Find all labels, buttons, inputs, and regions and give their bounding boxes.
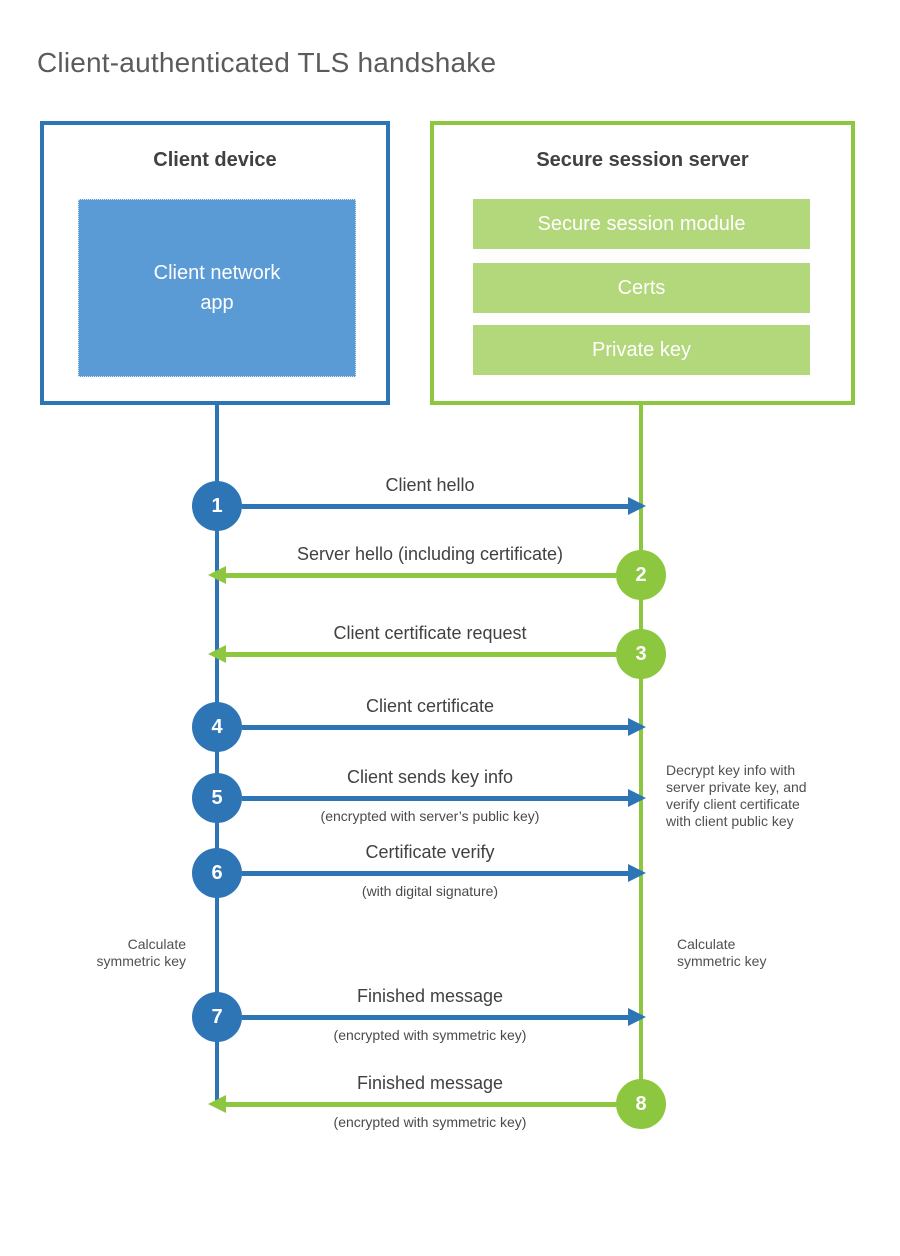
server-box: Secure session server Secure session mod…: [430, 121, 855, 405]
arrow-line-step-5: [242, 796, 630, 801]
client-device-box: Client device Client network app: [40, 121, 390, 405]
server-module-certs: Certs: [473, 263, 810, 313]
message-sublabel-step-8: (encrypted with symmetric key): [333, 1114, 527, 1130]
client-lifeline: [215, 405, 219, 1106]
server-module-private-key: Private key: [473, 325, 810, 375]
server-title: Secure session server: [536, 149, 749, 171]
message-label-step-2: Server hello (including certificate): [296, 544, 564, 564]
server-lifeline: [639, 405, 643, 1104]
arrow-line-step-2: [226, 573, 616, 578]
message-sublabel-step-6: (with digital signature): [361, 883, 499, 899]
step-circle-2: 2: [616, 550, 666, 600]
arrow-right-icon: [628, 1008, 646, 1026]
arrow-line-step-1: [242, 504, 630, 509]
step-circle-3: 3: [616, 629, 666, 679]
arrow-right-icon: [628, 789, 646, 807]
message-label-step-6: Certificate verify: [365, 842, 495, 862]
step-circle-6: 6: [192, 848, 242, 898]
arrow-right-icon: [628, 864, 646, 882]
arrow-line-step-7: [242, 1015, 630, 1020]
server-module-secure-session: Secure session module: [473, 199, 810, 249]
message-label-step-8: Finished message: [356, 1073, 504, 1093]
arrow-right-icon: [628, 497, 646, 515]
arrow-line-step-6: [242, 871, 630, 876]
step-circle-7: 7: [192, 992, 242, 1042]
client-calculate-key-note: Calculate symmetric key: [96, 936, 186, 969]
message-sublabel-step-7: (encrypted with symmetric key): [333, 1027, 527, 1043]
arrow-left-icon: [208, 1095, 226, 1113]
message-label-step-3: Client certificate request: [333, 623, 527, 643]
arrow-left-icon: [208, 566, 226, 584]
arrow-right-icon: [628, 718, 646, 736]
arrow-left-icon: [208, 645, 226, 663]
server-calculate-key-note: Calculate symmetric key: [677, 936, 767, 969]
step-circle-4: 4: [192, 702, 242, 752]
arrow-line-step-3: [226, 652, 616, 657]
client-device-title: Client device: [153, 149, 277, 171]
step-circle-8: 8: [616, 1079, 666, 1129]
server-decrypt-note: Decrypt key info with server private key…: [666, 762, 807, 829]
message-label-step-7: Finished message: [356, 986, 504, 1006]
arrow-line-step-4: [242, 725, 630, 730]
message-label-step-1: Client hello: [385, 475, 475, 495]
message-label-step-5: Client sends key info: [346, 767, 514, 787]
step-circle-1: 1: [192, 481, 242, 531]
step-circle-5: 5: [192, 773, 242, 823]
page-title: Client-authenticated TLS handshake: [37, 46, 497, 78]
message-label-step-4: Client certificate: [365, 696, 495, 716]
message-sublabel-step-5: (encrypted with server’s public key): [320, 808, 540, 824]
arrow-line-step-8: [226, 1102, 616, 1107]
client-network-app-box: Client network app: [78, 199, 356, 377]
